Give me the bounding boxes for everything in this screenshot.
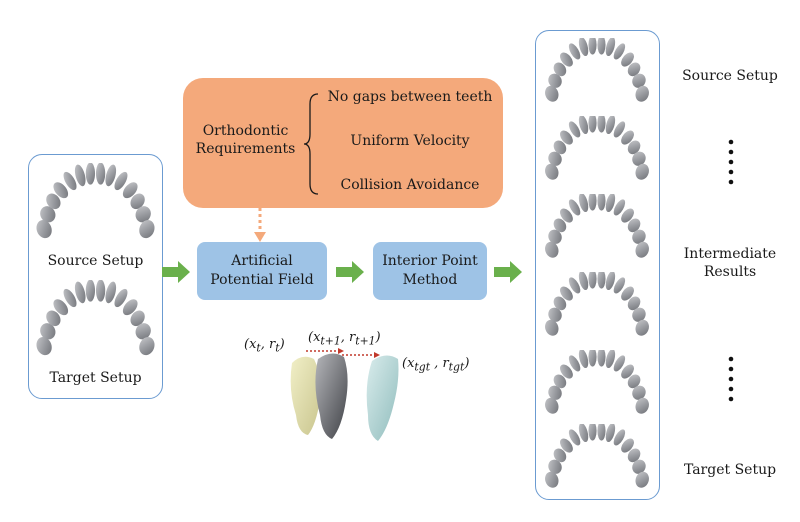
- requirement-item-no-gaps: No gaps between teeth: [327, 89, 493, 105]
- orthodontic-requirements-box: [183, 78, 503, 208]
- apf-line1: Artificial: [231, 253, 293, 270]
- green-arrow-right: [494, 261, 522, 283]
- ipm-line2: Method: [402, 272, 458, 288]
- ellipsis-dots-lower: [728, 356, 734, 402]
- target-setup-label: Target Setup: [49, 370, 142, 386]
- tooth-state-t1-label: (xt+1, rt+1): [308, 330, 381, 348]
- tooth-shape-tgt: [366, 355, 399, 441]
- curly-brace-icon: [303, 93, 319, 195]
- result-arch-3: [542, 194, 652, 260]
- right-target-setup-label: Target Setup: [683, 462, 777, 478]
- requirements-title-line2: Requirements: [195, 141, 296, 158]
- intermediate-line1: Intermediate: [683, 246, 777, 262]
- tooth-state-t-label: (xt, rt): [244, 337, 285, 355]
- result-arch-1: [542, 38, 652, 104]
- requirement-item-uniform-velocity: Uniform Velocity: [350, 133, 470, 149]
- intermediate-results-label: Intermediate Results: [670, 245, 790, 281]
- intermediate-line2: Results: [703, 264, 757, 281]
- tooth-state-tgt-label: (xtgt , rtgt): [402, 356, 470, 374]
- green-arrow-middle: [336, 261, 364, 283]
- requirement-item-collision-avoidance: Collision Avoidance: [340, 177, 480, 193]
- tooth-shape-t: [290, 356, 321, 435]
- ellipsis-dots-upper: [728, 139, 734, 185]
- dashed-connector-arrow: [254, 208, 266, 242]
- result-arch-5: [542, 350, 652, 416]
- tooth-trajectory-illustration: [290, 348, 399, 441]
- green-arrow-left: [162, 261, 190, 283]
- result-arch-6: [542, 424, 652, 490]
- result-arch-4: [542, 272, 652, 338]
- tooth-shape-t1: [315, 353, 348, 439]
- requirements-title-line1: Orthodontic: [202, 123, 289, 139]
- source-dental-arch-image: [33, 163, 158, 241]
- target-dental-arch-image: [33, 280, 158, 358]
- right-source-setup-label: Source Setup: [682, 68, 778, 84]
- interior-point-method-box: Interior Point Method: [373, 242, 487, 300]
- source-setup-label: Source Setup: [47, 253, 144, 269]
- apf-line2: Potential Field: [210, 272, 314, 288]
- result-arch-2: [542, 116, 652, 182]
- results-panel: [535, 30, 660, 500]
- artificial-potential-field-box: Artificial Potential Field: [197, 242, 327, 300]
- ipm-line1: Interior Point: [382, 253, 478, 270]
- requirements-title: Orthodontic Requirements: [188, 122, 303, 158]
